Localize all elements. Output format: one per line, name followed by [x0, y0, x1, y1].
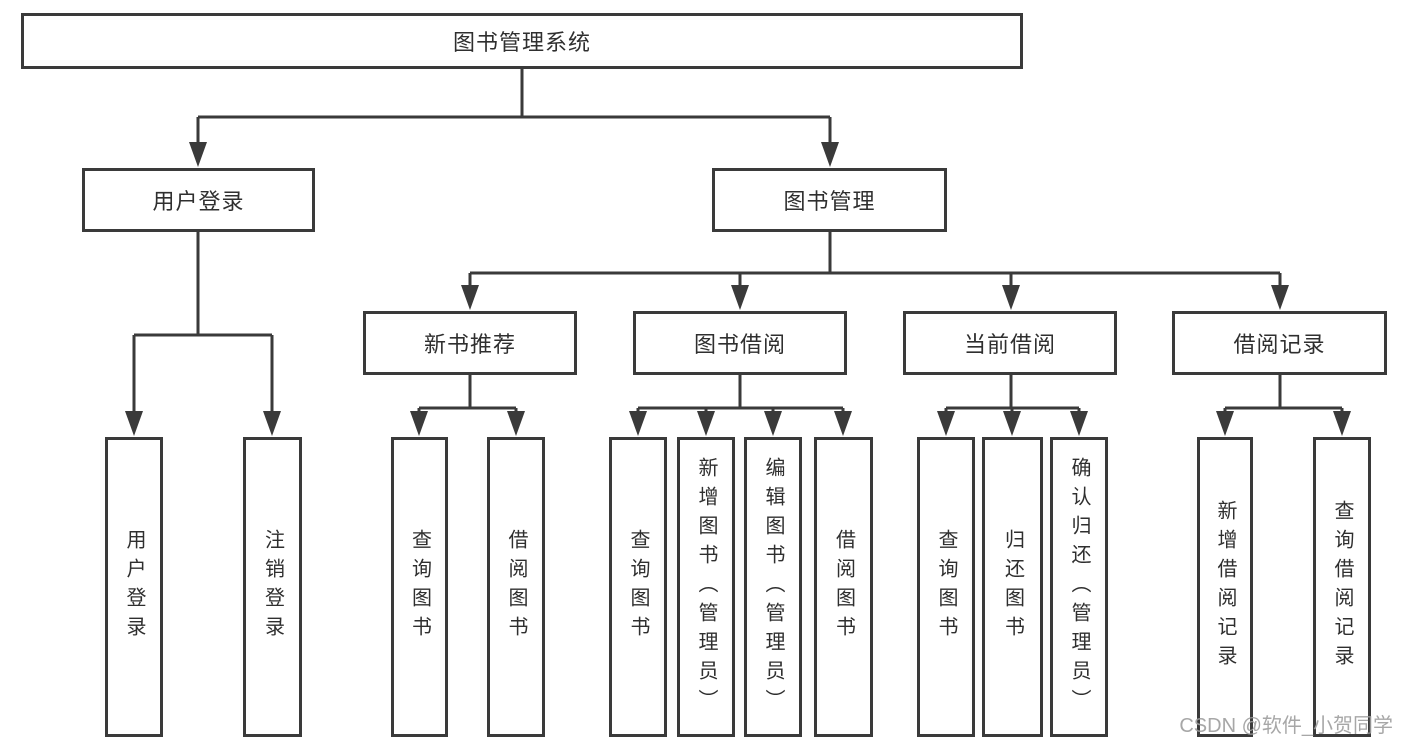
leaf-borrow-query-books: 查询图书 [609, 437, 667, 737]
leaf-records-query-record: 查询借阅记录 [1313, 437, 1371, 737]
leaf-logout-login: 注销登录 [243, 437, 302, 737]
node-borrow-records: 借阅记录 [1172, 311, 1387, 375]
leaf-user-login: 用户登录 [105, 437, 163, 737]
leaf-current-confirm-return-admin: 确认归还（管理员） [1050, 437, 1108, 737]
leaf-newbook-query-books: 查询图书 [391, 437, 448, 737]
leaf-current-query-books: 查询图书 [917, 437, 975, 737]
leaf-borrow-borrow-books: 借阅图书 [814, 437, 873, 737]
leaf-borrow-edit-books-admin: 编辑图书（管理员） [744, 437, 802, 737]
csdn-watermark: CSDN @软件_小贺同学 [1179, 715, 1393, 737]
arrowhead-icons [125, 142, 1351, 436]
node-user-login: 用户登录 [82, 168, 315, 232]
node-book-borrow: 图书借阅 [633, 311, 847, 375]
node-book-management: 图书管理 [712, 168, 947, 232]
node-library-system: 图书管理系统 [21, 13, 1023, 69]
leaf-records-add-record: 新增借阅记录 [1197, 437, 1253, 737]
leaf-borrow-add-books-admin: 新增图书（管理员） [677, 437, 735, 737]
leaf-current-return-books: 归还图书 [982, 437, 1043, 737]
connector-paths [132, 67, 1344, 414]
node-new-book-recommend: 新书推荐 [363, 311, 577, 375]
node-current-borrow: 当前借阅 [903, 311, 1117, 375]
leaf-newbook-borrow-books: 借阅图书 [487, 437, 545, 737]
